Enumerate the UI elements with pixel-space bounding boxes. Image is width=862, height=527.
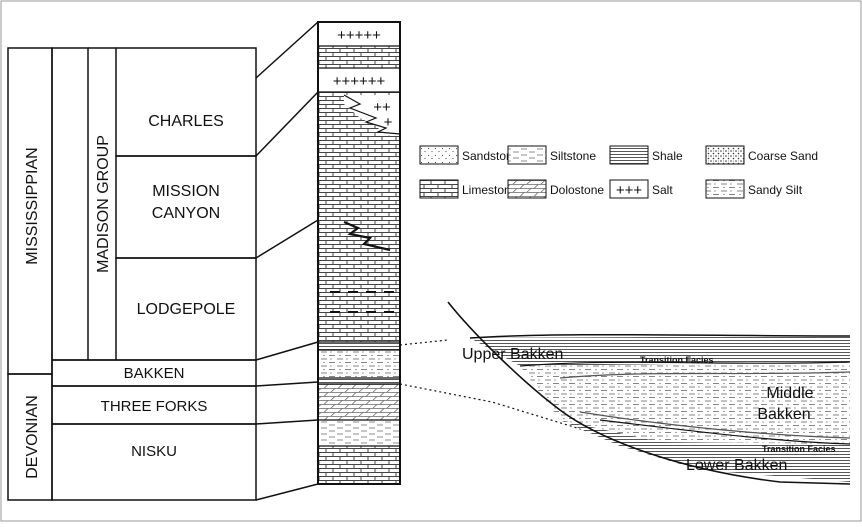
lithologic-column: +++++ ++++++ ++ + (318, 22, 400, 484)
formation-label-canyon: CANYON (152, 205, 220, 222)
dotted-link-upper (400, 340, 448, 345)
bakken-cross-section: Upper Bakken Transition Facies Middle Ba… (400, 302, 850, 484)
label-bakken: Bakken (757, 406, 810, 423)
legend-swatch-siltstone (508, 146, 546, 164)
formation-label-charles: CHARLES (148, 113, 224, 130)
legend-swatch-sandy-silt (706, 180, 744, 198)
middle-bakken-body (520, 362, 850, 444)
unit-siltstone (318, 420, 400, 446)
formation-box-nisku (52, 424, 256, 500)
period-label-mississippian: MISSISSIPPIAN (24, 147, 41, 264)
unit-middle-bakken (318, 350, 400, 378)
salt-marks-top: +++++ (337, 27, 381, 44)
legend-label-shale: Shale (652, 149, 683, 163)
formation-box-charles (116, 48, 256, 156)
unit-limestone-1 (318, 46, 400, 68)
unit-nisku-limestone (318, 446, 400, 484)
label-middle: Middle (766, 385, 813, 402)
legend-label-dolostone: Dolostone (550, 183, 604, 197)
salt-marks-wedge-lower: + (384, 114, 393, 131)
legend-label-salt: Salt (652, 183, 673, 197)
formation-label-lodgepole: LODGEPOLE (137, 301, 236, 318)
group-box-madison (52, 48, 88, 360)
legend-swatch-limestone (420, 180, 458, 198)
legend-label-siltstone: Siltstone (550, 149, 596, 163)
formation-label-nisku: NISKU (131, 443, 177, 460)
legend-label-sandy-silt: Sandy Silt (748, 183, 803, 197)
unit-lower-bakken-shale (318, 378, 400, 384)
formation-label-bakken: BAKKEN (124, 365, 185, 382)
legend-swatch-text-salt: +++ (616, 182, 643, 199)
label-upper-bakken: Upper Bakken (462, 346, 563, 363)
unit-three-forks-dolostone (318, 384, 400, 420)
legend-swatch-shale (610, 146, 648, 164)
correlation-lines (256, 22, 318, 500)
legend-label-coarse-sand: Coarse Sand (748, 149, 818, 163)
label-transition-facies-lower: Transition Facies (762, 444, 836, 454)
legend-swatch-dolostone (508, 180, 546, 198)
period-label-devonian: DEVONIAN (24, 395, 41, 479)
salt-marks-second: ++++++ (333, 73, 386, 90)
group-label-madison: MADISON GROUP (95, 135, 112, 273)
formation-label-mission: MISSION (152, 183, 220, 200)
formation-label-three-forks: THREE FORKS (101, 398, 208, 415)
unit-upper-bakken-shale (318, 342, 400, 350)
legend-swatch-sandstone (420, 146, 458, 164)
legend-swatch-coarse-sand (706, 146, 744, 164)
label-transition-facies-upper: Transition Facies (640, 355, 714, 365)
label-lower-bakken: Lower Bakken (686, 457, 787, 474)
